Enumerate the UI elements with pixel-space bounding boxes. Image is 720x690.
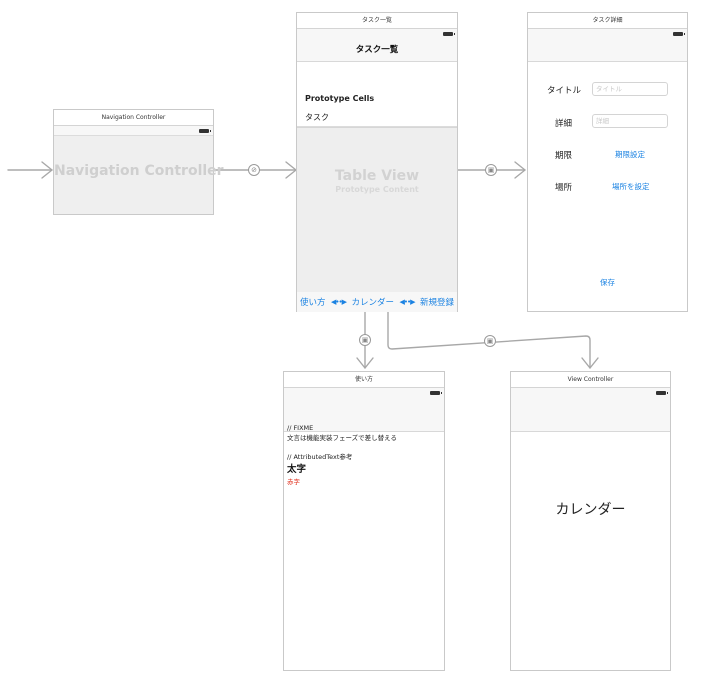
navigation-bar	[528, 39, 687, 62]
calendar-button[interactable]: カレンダー	[351, 298, 394, 308]
title-label: タイトル	[546, 86, 581, 96]
navigation-bar: タスク一覧	[297, 39, 457, 62]
flexible-space-icon: ◀••▶	[330, 298, 347, 306]
battery-icon	[443, 32, 455, 36]
title-field[interactable]: タイトル	[592, 82, 668, 96]
calendar-view-controller-scene[interactable]: View Controller カレンダー	[510, 371, 671, 671]
deadline-label: 期限	[554, 151, 572, 161]
save-button[interactable]: 保存	[600, 278, 615, 287]
comment-attributed: // AttributedText参考	[287, 453, 353, 461]
scene-title: タスク詳細	[528, 13, 687, 29]
red-text-sample: 赤字	[287, 478, 300, 486]
push-segue-icon[interactable]: ▣	[359, 334, 371, 346]
navigation-controller-label: Navigation Controller	[54, 163, 224, 179]
comment-replace: 文言は機能実装フェーズで差し替える	[287, 434, 397, 442]
bold-text-sample: 太字	[287, 464, 307, 475]
status-bar	[528, 29, 687, 39]
comment-fixme: // FIXME	[287, 424, 314, 432]
navigation-controller-scene[interactable]: Navigation Controller Navigation Control…	[53, 109, 224, 215]
push-segue-icon[interactable]: ▣	[485, 164, 497, 176]
scene-title: View Controller	[511, 372, 670, 388]
new-task-button[interactable]: 新規登録	[419, 298, 454, 308]
navigation-bar	[511, 398, 670, 432]
status-bar	[511, 388, 670, 398]
status-bar	[297, 29, 457, 39]
push-segue-icon[interactable]: ▣	[484, 335, 496, 347]
scene-title: Navigation Controller	[54, 110, 213, 126]
table-view-title: Table View	[334, 168, 420, 184]
battery-icon	[673, 32, 685, 36]
prototype-cells-header: Prototype Cells	[305, 94, 375, 103]
nav-title: タスク一覧	[355, 45, 399, 55]
battery-icon	[656, 391, 668, 395]
divider	[297, 126, 457, 127]
scene-title: タスク一覧	[297, 13, 457, 29]
task-list-scene[interactable]: タスク一覧 タスク一覧 Prototype Cells タスク Table Vi…	[296, 12, 458, 312]
place-label: 場所	[554, 183, 572, 193]
detail-label: 詳細	[554, 119, 572, 129]
task-cell-label[interactable]: タスク	[305, 113, 329, 122]
scene-title: 使い方	[284, 372, 444, 388]
battery-icon	[199, 129, 211, 133]
usage-scene[interactable]: 使い方 // FIXME 文言は機能実装フェーズで差し替える // Attrib…	[283, 371, 445, 671]
detail-field[interactable]: 詳細	[592, 114, 668, 128]
table-view-subtitle: Prototype Content	[335, 185, 419, 194]
usage-button[interactable]: 使い方	[300, 298, 326, 308]
place-button[interactable]: 場所を設定	[612, 182, 650, 191]
navigation-bar	[284, 398, 444, 432]
status-bar	[54, 126, 213, 136]
deadline-button[interactable]: 期限設定	[615, 150, 645, 159]
calendar-label: カレンダー	[555, 502, 626, 518]
toolbar: 使い方 ◀••▶ カレンダー ◀••▶ 新規登録	[297, 292, 457, 312]
status-bar	[284, 388, 444, 398]
battery-icon	[430, 391, 442, 395]
task-detail-scene[interactable]: タスク詳細 タイトル タイトル 詳細 詳細 期限 期限設定 場所 場所を設定 保…	[527, 12, 688, 312]
relationship-segue-icon[interactable]: ⊘	[248, 164, 260, 176]
navigation-controller-body	[54, 135, 213, 214]
flexible-space-icon: ◀••▶	[399, 298, 415, 306]
table-view[interactable]: Table View Prototype Content	[297, 127, 457, 293]
